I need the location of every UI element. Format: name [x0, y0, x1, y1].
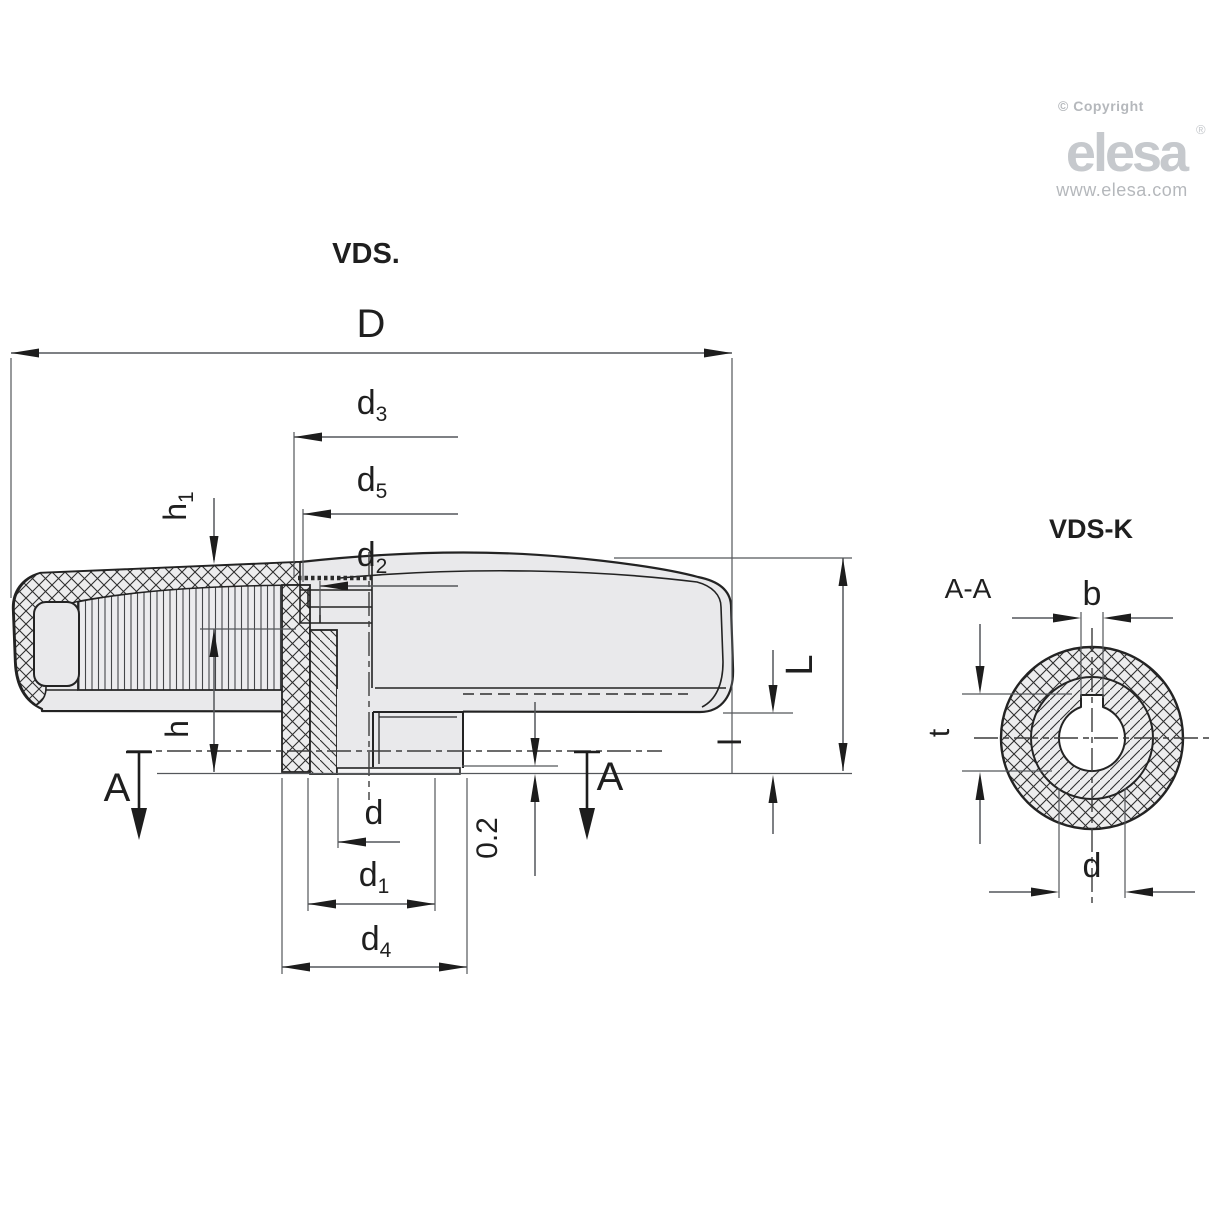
hub-boss-fill	[337, 689, 463, 768]
dim-label-d3: d3	[357, 384, 388, 426]
section-cut-arrow-left	[126, 750, 152, 840]
cap-pocket	[33, 601, 80, 687]
dim-label-t: t	[923, 728, 956, 737]
dimension-d3	[293, 432, 458, 578]
section-view-title: VDS-K	[1049, 514, 1134, 544]
dimension-clearance	[462, 702, 558, 876]
logo-website-text: www.elesa.com	[1055, 180, 1188, 200]
dimension-d-main	[337, 778, 400, 848]
dimension-d2	[319, 581, 458, 615]
dim-label-D: D	[357, 302, 386, 346]
dim-label-d: d	[365, 794, 384, 832]
dim-label-l: l	[712, 738, 748, 745]
dim-label-d1: d1	[359, 856, 390, 898]
dimension-h1	[209, 498, 219, 564]
dim-label-clearance: 0.2	[471, 817, 504, 859]
dim-label-b: b	[1083, 575, 1102, 613]
dimension-l	[723, 650, 793, 834]
dim-label-h1: h1	[157, 491, 198, 520]
bore-with-keyway	[1058, 694, 1126, 773]
dim-label-d-section: d	[1083, 847, 1102, 885]
main-view-knob-section	[11, 551, 735, 775]
dim-label-h: h	[159, 720, 195, 738]
hub-boss-outline	[372, 711, 464, 768]
dim-label-L: L	[779, 654, 821, 675]
dimension-d-section	[989, 788, 1195, 898]
elesa-logo: © Copyright elesa ® www.elesa.com	[1055, 98, 1206, 200]
dimension-h	[200, 628, 296, 772]
dimension-b	[1012, 612, 1173, 698]
bushing-steps	[299, 585, 372, 624]
logo-registered-mark: ®	[1196, 122, 1206, 137]
dimension-t	[962, 624, 1072, 844]
dimension-d5	[302, 509, 458, 582]
main-view-title: VDS.	[332, 238, 400, 270]
logo-brand-text: elesa	[1066, 123, 1190, 183]
dim-label-d4: d4	[361, 920, 392, 962]
logo-copyright-text: © Copyright	[1058, 98, 1144, 114]
knob-face-edge	[339, 569, 724, 708]
dim-label-d2: d2	[357, 536, 388, 578]
hub-cap-column-hatch	[281, 584, 311, 773]
section-cut-arrow-right	[574, 750, 600, 840]
hub-boss-inner	[378, 712, 457, 764]
knurl-band	[77, 582, 297, 691]
dimension-d1	[307, 778, 436, 911]
dim-label-d5: d5	[357, 461, 388, 503]
hub-insert-column-hatch	[309, 629, 338, 775]
section-cut-label: A-A	[945, 573, 992, 604]
dimension-d4	[281, 778, 468, 974]
dimension-D	[10, 348, 733, 773]
dimension-L	[614, 557, 852, 771]
cap-section-hatch	[13, 561, 301, 706]
section-letter-left: A	[104, 766, 131, 810]
section-view-a-a	[962, 612, 1210, 903]
section-letter-right: A	[597, 755, 624, 799]
